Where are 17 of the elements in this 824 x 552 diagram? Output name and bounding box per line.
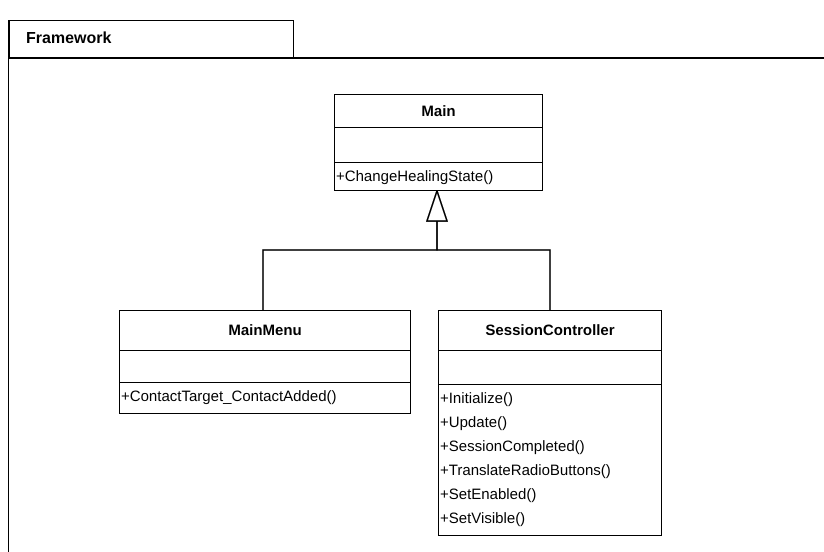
method-name: +SetEnabled(): [439, 485, 538, 505]
package-frame: [8, 20, 824, 552]
method-name: +SetVisible(): [439, 509, 526, 529]
method-name: +ChangeHealingState(): [335, 167, 494, 187]
method-name: +TranslateRadioButtons(): [439, 461, 612, 481]
package-name: Framework: [9, 20, 294, 58]
class-box: [334, 94, 543, 191]
class-name: MainMenu: [120, 311, 410, 351]
generalization-arrow: [426, 190, 551, 310]
class-box: [438, 310, 662, 536]
class-box: [119, 310, 411, 414]
method-name: +ContactTarget_ContactAdded(): [120, 387, 338, 407]
method-name: +SessionCompleted(): [439, 437, 586, 457]
method-name: +Initialize(): [439, 389, 514, 409]
method-name: +Update(): [439, 413, 508, 433]
class-name: SessionController: [439, 311, 661, 351]
class-name: Main: [335, 95, 542, 128]
